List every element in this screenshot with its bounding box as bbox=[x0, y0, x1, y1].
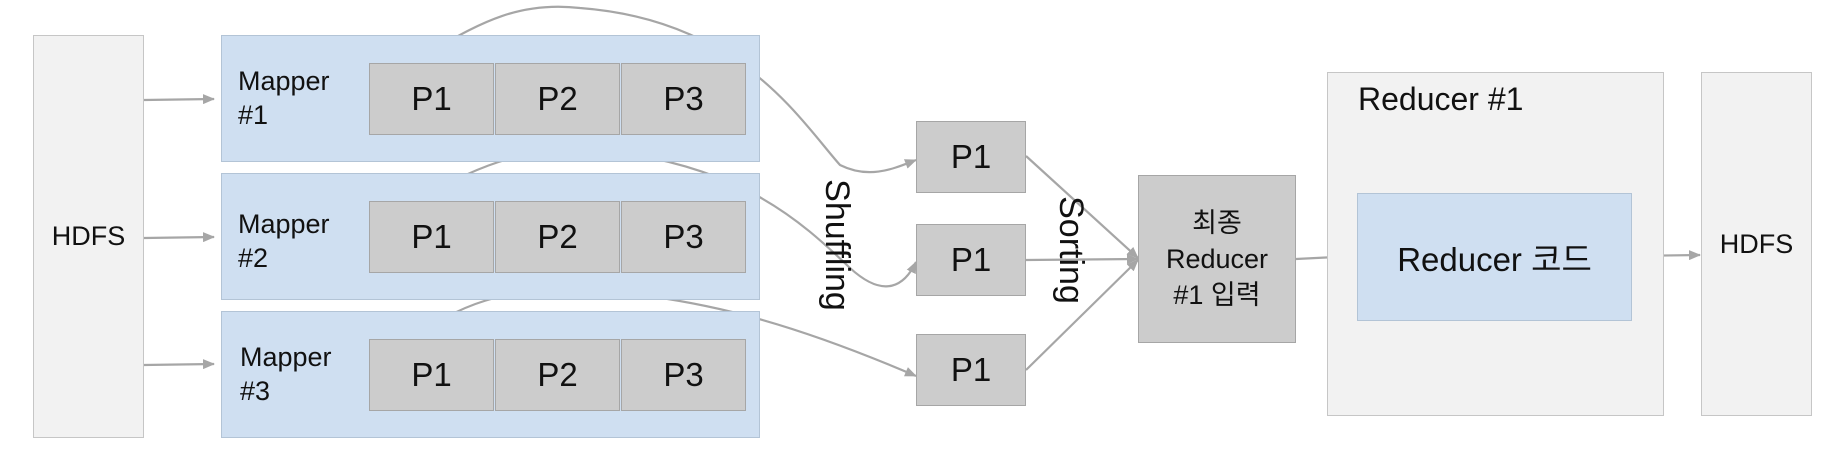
final-input-line-2: Reducer bbox=[1165, 244, 1269, 274]
reducer-code-label: Reducer 코드 bbox=[1397, 241, 1592, 278]
final-input-line-1: 최종 bbox=[1192, 208, 1242, 238]
sorting-label: Sorting bbox=[1052, 196, 1090, 304]
arrow-hdfs-to-mapper-3 bbox=[143, 359, 215, 370]
mapper-3-label: Mapper #3 bbox=[240, 342, 332, 406]
arrow-p1a-to-final bbox=[1025, 155, 1139, 259]
mapper-1-partition-2: P2 bbox=[495, 63, 620, 135]
shuffled-partition-3: P1 bbox=[916, 334, 1026, 406]
final-input-line-3: #1 입력 bbox=[1173, 280, 1261, 310]
shuffling-label: Shuffling bbox=[818, 179, 856, 311]
shuffled-partition-1: P1 bbox=[916, 121, 1026, 193]
reducer-title: Reducer #1 bbox=[1358, 81, 1524, 117]
mapper-1-label: Mapper #1 bbox=[238, 66, 330, 130]
mapper-2-label: Mapper #2 bbox=[238, 209, 330, 273]
mapper-3-partition-1: P1 bbox=[369, 339, 494, 411]
mapper-2-partition-2: P2 bbox=[495, 201, 620, 273]
hdfs-output-node: HDFS bbox=[1701, 72, 1812, 416]
hdfs-input-label: HDFS bbox=[51, 221, 126, 251]
arrow-hdfs-to-mapper-2 bbox=[143, 232, 215, 243]
mapper-1-partition-3: P3 bbox=[621, 63, 746, 135]
hdfs-input-node: HDFS bbox=[33, 35, 144, 438]
mapper-1-node: Mapper #1 P1 P2 P3 bbox=[221, 35, 760, 162]
reducer-code-node: Reducer 코드 bbox=[1357, 193, 1632, 321]
mapper-3-node: Mapper #3 P1 P2 P3 bbox=[221, 311, 760, 438]
arrow-p1b-to-final bbox=[1025, 254, 1139, 265]
mapper-3-partition-2: P2 bbox=[495, 339, 620, 411]
mapper-2-node: Mapper #2 P1 P2 P3 bbox=[221, 173, 760, 300]
shuffled-partition-2: P1 bbox=[916, 224, 1026, 296]
mapper-2-partition-3: P3 bbox=[621, 201, 746, 273]
hdfs-output-label: HDFS bbox=[1719, 228, 1794, 259]
arrow-p1c-to-final bbox=[1025, 259, 1139, 371]
mapper-2-partition-1: P1 bbox=[369, 201, 494, 273]
mapper-3-partition-3: P3 bbox=[621, 339, 746, 411]
arrow-hdfs-to-mapper-1 bbox=[143, 94, 215, 105]
reducer-container: Reducer #1 Reducer 코드 bbox=[1327, 72, 1664, 416]
final-reducer-input-node: 최종 Reducer #1 입력 bbox=[1138, 175, 1296, 343]
mapper-1-partition-1: P1 bbox=[369, 63, 494, 135]
